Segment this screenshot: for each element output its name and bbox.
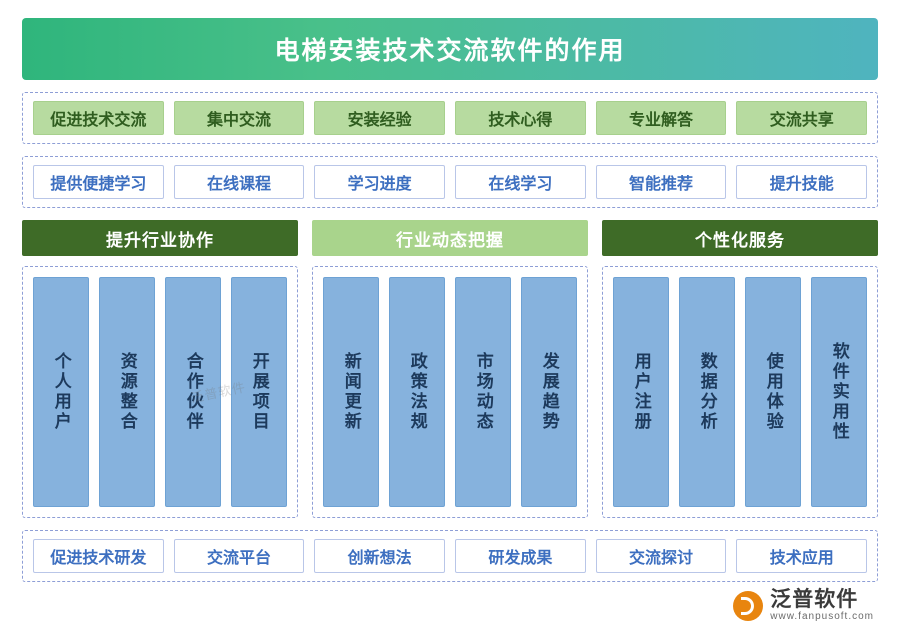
three-column-section: 提升行业协作 个人用户 资源整合 合作伙伴 开展项目 行业动态把握 新闻更新 政… <box>22 220 878 518</box>
diagram-page: 电梯安装技术交流软件的作用 促进技术交流 集中交流 安装经验 技术心得 专业解答… <box>22 18 878 622</box>
chip-提供便捷学习[interactable]: 提供便捷学习 <box>33 165 164 199</box>
brand-name-en: www.fanpusoft.com <box>770 611 874 622</box>
chip-智能推荐[interactable]: 智能推荐 <box>595 165 727 199</box>
card-数据分析[interactable]: 数据分析 <box>679 277 735 507</box>
spacer <box>22 518 878 530</box>
card-用户注册[interactable]: 用户注册 <box>613 277 669 507</box>
card-市场动态[interactable]: 市场动态 <box>455 277 511 507</box>
column-body-3: 用户注册 数据分析 使用体验 软件实用性 <box>602 266 878 518</box>
chip-技术应用[interactable]: 技术应用 <box>736 539 868 573</box>
card-发展趋势[interactable]: 发展趋势 <box>521 277 577 507</box>
footer-section: 促进技术研发 交流平台 创新想法 研发成果 交流探讨 技术应用 泛普软件 www… <box>22 530 878 622</box>
column-body-2: 新闻更新 政策法规 市场动态 发展趋势 <box>312 266 588 518</box>
card-合作伙伴[interactable]: 合作伙伴 <box>165 277 221 507</box>
card-政策法规[interactable]: 政策法规 <box>389 277 445 507</box>
brand-logo: 泛普软件 www.fanpusoft.com <box>733 589 874 622</box>
column-body-1: 个人用户 资源整合 合作伙伴 开展项目 <box>22 266 298 518</box>
column-heading-1: 提升行业协作 <box>22 220 298 256</box>
column-heading-3: 个性化服务 <box>602 220 878 256</box>
chip-交流共享[interactable]: 交流共享 <box>736 101 868 135</box>
feature-row-3: 促进技术研发 交流平台 创新想法 研发成果 交流探讨 技术应用 <box>22 530 878 582</box>
chip-安装经验[interactable]: 安装经验 <box>314 101 446 135</box>
column-行业动态把握: 行业动态把握 新闻更新 政策法规 市场动态 发展趋势 <box>312 220 588 518</box>
chip-技术心得[interactable]: 技术心得 <box>455 101 586 135</box>
chip-研发成果[interactable]: 研发成果 <box>455 539 586 573</box>
chip-专业解答[interactable]: 专业解答 <box>595 101 727 135</box>
fanpu-logo-icon <box>733 590 764 621</box>
card-个人用户[interactable]: 个人用户 <box>33 277 89 507</box>
chip-促进技术研发[interactable]: 促进技术研发 <box>33 539 164 573</box>
card-资源整合[interactable]: 资源整合 <box>99 277 155 507</box>
column-个性化服务: 个性化服务 用户注册 数据分析 使用体验 软件实用性 <box>602 220 878 518</box>
chip-促进技术交流[interactable]: 促进技术交流 <box>33 101 164 135</box>
spacer <box>22 144 878 156</box>
chip-交流平台[interactable]: 交流平台 <box>173 539 305 573</box>
chip-集中交流[interactable]: 集中交流 <box>173 101 305 135</box>
card-使用体验[interactable]: 使用体验 <box>745 277 801 507</box>
spacer <box>22 208 878 220</box>
feature-row-2: 提供便捷学习 在线课程 学习进度 在线学习 智能推荐 提升技能 <box>22 156 878 208</box>
column-heading-2: 行业动态把握 <box>312 220 588 256</box>
chip-学习进度[interactable]: 学习进度 <box>314 165 446 199</box>
feature-row-1: 促进技术交流 集中交流 安装经验 技术心得 专业解答 交流共享 <box>22 92 878 144</box>
chip-创新想法[interactable]: 创新想法 <box>314 539 446 573</box>
spacer <box>22 80 878 92</box>
card-开展项目[interactable]: 开展项目 <box>231 277 287 507</box>
page-title: 电梯安装技术交流软件的作用 <box>22 18 878 80</box>
card-新闻更新[interactable]: 新闻更新 <box>323 277 379 507</box>
chip-在线学习[interactable]: 在线学习 <box>455 165 586 199</box>
column-提升行业协作: 提升行业协作 个人用户 资源整合 合作伙伴 开展项目 <box>22 220 298 518</box>
card-软件实用性[interactable]: 软件实用性 <box>811 277 867 507</box>
chip-交流探讨[interactable]: 交流探讨 <box>595 539 727 573</box>
brand-text: 泛普软件 www.fanpusoft.com <box>770 589 874 622</box>
chip-提升技能[interactable]: 提升技能 <box>736 165 868 199</box>
chip-在线课程[interactable]: 在线课程 <box>173 165 305 199</box>
